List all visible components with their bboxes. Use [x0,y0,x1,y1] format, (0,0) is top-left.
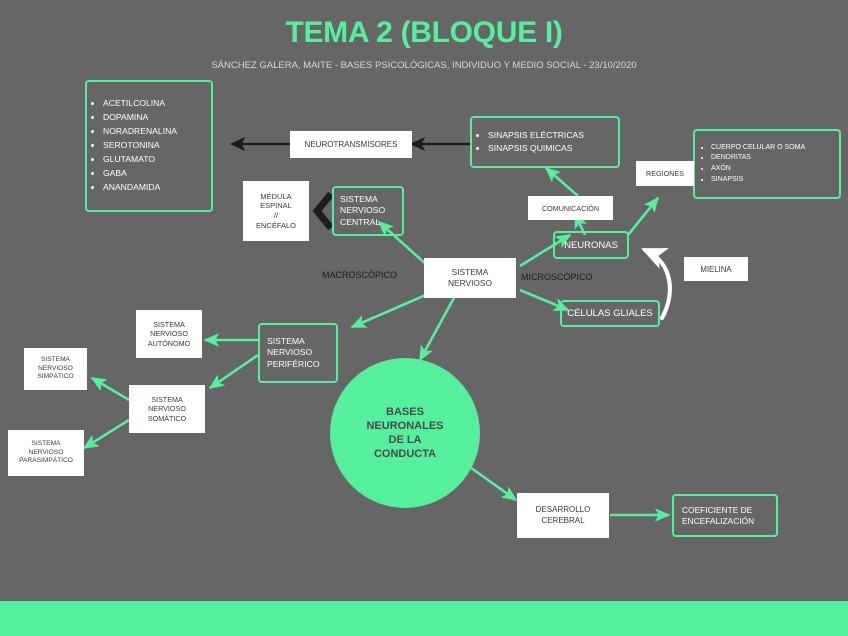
node-neurona-parts-list[interactable]: CUERPO CELULAR O SOMA DENDRITAS AXÓN SIN… [693,129,841,199]
list-item: SINAPSIS [711,175,805,186]
node-line: // [273,211,279,220]
arrow-neuronas-to-regiones [626,196,660,236]
node-line: NEURONALES [366,419,444,432]
node-neurotransmisores[interactable]: NEUROTRANSMISORES [290,131,412,158]
node-mielina[interactable]: MIELINA [684,257,748,281]
node-celulas-gliales[interactable]: CÉLULAS GLIALES [560,300,660,327]
node-line: SISTEMA [151,394,183,404]
node-line: SIMPÁTICO [37,373,74,381]
list-item: AXÓN [711,164,805,175]
list-item: GABA [103,167,177,181]
node-line: ESPINAL [260,201,292,211]
node-sistema-nervioso-autonomo[interactable]: SISTEMA NERVIOSO AUTÓNOMO [136,310,202,358]
node-sistema-nervioso-simpatico[interactable]: SISTEMA NERVIOSO SIMPÁTICO [24,348,87,390]
node-line: NERVIOSO [150,329,188,339]
node-line: SISTEMA [31,440,61,448]
node-line: AUTÓNOMO [147,338,191,348]
node-line: SISTEMA [340,194,378,205]
list-item: SEROTONINA [103,139,177,153]
node-line: CENTRAL [340,216,381,227]
node-label: COMUNICACIÓN [541,203,600,213]
node-line: DE LA [388,434,422,446]
node-line: NERVIOSO [340,205,386,216]
list-item: ACETILCOLINA [103,97,177,111]
page-subtitle: SÁNCHEZ GALERA, MAITE - BASES PSICOLÓGIC… [211,60,637,71]
arrow-comunicacion-to-sinapsis [544,166,579,197]
node-line: NERVIOSO [148,404,186,414]
arrow-periferico-to-somatico [208,353,259,390]
node-line: SISTEMA [451,267,489,278]
list-item: SINAPSIS ELÉCTRICAS [488,129,584,142]
node-bases-neuronales-conducta[interactable]: BASES NEURONALES DE LA CONDUCTA [330,358,480,508]
node-line: NERVIOSO [28,448,64,456]
list-item: ANANDAMIDA [103,181,177,195]
node-sistema-nervioso-somatico[interactable]: SISTEMA NERVIOSO SOMÁTICO [129,385,205,433]
page-title: TEMA 2 (BLOQUE I) [285,16,563,49]
node-line: COEFICIENTE DE [682,504,753,515]
arrow-sn-to-periferico [350,292,429,329]
node-neurotransmitter-list[interactable]: ACETILCOLINA DOPAMINA NORADRENALINA SERO… [85,80,213,212]
list-item: GLUTAMATO [103,153,177,167]
node-line: PARASIMPÁTICO [19,457,73,465]
node-regiones[interactable]: REGIONES [636,161,694,186]
node-sistema-nervioso-central[interactable]: SISTEMA NERVIOSO CENTRAL [332,186,404,236]
node-line: SISTEMA [267,336,305,347]
node-sistema-nervioso-periferico[interactable]: SISTEMA NERVIOSO PERIFÉRICO [258,323,338,383]
neurotransmitter-items: ACETILCOLINA DOPAMINA NORADRENALINA SERO… [87,97,177,194]
node-line: SISTEMA [41,356,70,364]
node-line: ENCEFALIZACIÓN [682,515,755,526]
node-neuronas[interactable]: NEURONAS [553,231,629,259]
node-line: CONDUCTA [373,448,437,461]
node-label: NEURONAS [564,239,618,251]
list-item: DENDRITAS [711,153,805,164]
node-line: DESARROLLO [535,505,591,515]
list-item: NORADRENALINA [103,125,177,139]
node-sistema-nervioso[interactable]: SISTEMA NERVIOSO [424,258,516,298]
node-sistema-nervioso-parasimpatico[interactable]: SISTEMA NERVIOSO PARASIMPÁTICO [8,430,84,476]
node-line: PERIFÉRICO [267,358,320,369]
node-label: MIELINA [700,264,732,274]
node-line: SOMÁTICO [147,413,187,423]
arrow-sn-to-bases [418,295,457,362]
arrow-snc-to-medula [312,191,334,231]
node-label: CÉLULAS GLIALES [567,308,653,319]
sinapsis-items: SINAPSIS ELÉCTRICAS SINAPSIS QUIMICAS [472,129,584,155]
node-line: BASES [386,405,424,418]
node-label: NEUROTRANSMISORES [304,140,398,149]
node-sinapsis-list[interactable]: SINAPSIS ELÉCTRICAS SINAPSIS QUIMICAS [470,116,620,168]
arrow-somatico-to-simpatico [90,376,130,402]
node-line: CEREBRAL [541,515,585,525]
arrow-somatico-to-parasimpatico [82,418,130,450]
list-item: SINAPSIS QUIMICAS [488,142,584,155]
node-line: ENCÉFALO [255,220,296,230]
node-line: NERVIOSO [38,364,73,372]
node-line: NERVIOSO [267,347,313,358]
node-medula-encefalo[interactable]: MÉDULA ESPINAL // ENCÉFALO [243,181,309,241]
label-microscopico: MICROSCÓPICO [521,272,593,282]
node-line: MÉDULA [260,191,292,201]
list-item: CUERPO CELULAR O SOMA [711,143,805,154]
node-label: REGIONES [646,169,684,178]
node-line: SISTEMA [153,319,185,329]
list-item: DOPAMINA [103,111,177,125]
node-line: NERVIOSO [447,278,493,288]
node-comunicacion[interactable]: COMUNICACIÓN [528,196,613,220]
node-desarrollo-cerebral[interactable]: DESARROLLO CEREBRAL [517,493,609,538]
neurona-parts-items: CUERPO CELULAR O SOMA DENDRITAS AXÓN SIN… [695,143,805,186]
bottom-accent-band [0,601,848,636]
label-macroscopico: MACROSCÓPICO [322,270,398,280]
node-coeficiente-encefalizacion[interactable]: COEFICIENTE DE ENCEFALIZACIÓN [672,494,778,537]
